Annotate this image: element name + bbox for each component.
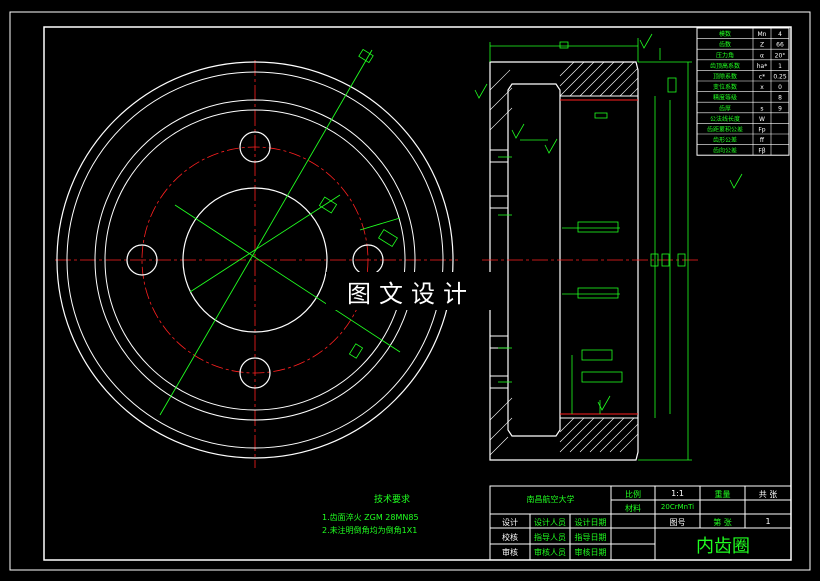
param-table-cell: 齿距累积公差 <box>707 126 743 134</box>
front-view <box>55 48 458 468</box>
param-table-cell: Z <box>760 42 764 49</box>
param-table-cell: 压力角 <box>716 51 734 59</box>
tech-requirements: 技术要求 1.齿面淬火 ZGM 28MN85 2.未注明倒角均为倒角1X1 <box>322 494 482 537</box>
param-table-cell: ff <box>760 137 765 144</box>
scale-label: 比例 <box>625 490 641 499</box>
param-table-cell: 4 <box>778 31 782 38</box>
param-table-cell: 8 <box>778 95 782 102</box>
guide-date-label: 指导日期 <box>574 533 607 542</box>
param-table-cell: Mn <box>758 31 767 38</box>
scale-value: 1:1 <box>671 489 684 498</box>
section-view <box>474 33 743 461</box>
param-table-cell: 精度等级 <box>713 94 737 102</box>
param-table-cell: 齿厚 <box>719 104 731 112</box>
sheet-number-label: 第 张 <box>713 518 732 527</box>
sheet-total-label: 共 张 <box>758 490 778 499</box>
reviewer-label: 审核人员 <box>534 548 566 557</box>
material-label: 材料 <box>625 504 641 513</box>
param-table-cell: Fβ <box>758 148 765 155</box>
param-table-cell: c* <box>759 74 765 81</box>
tech-requirements-heading: 技术要求 <box>373 495 410 505</box>
param-table-cell: 顶隙系数 <box>713 73 737 81</box>
param-table-cell: 齿形公差 <box>713 136 737 144</box>
part-number-label: 图号 <box>669 518 686 527</box>
param-table-cell: ha* <box>757 63 767 70</box>
param-table-cell: 9 <box>778 105 782 112</box>
param-table-cell: 20° <box>775 52 786 59</box>
param-table-cell: 0 <box>778 84 782 91</box>
material-value: 20CrMnTi <box>660 503 695 511</box>
param-table-cell: 齿向公差 <box>713 147 737 155</box>
gear-parameter-table: 模数 Mn 4 齿数 Z 66 压力角 α 20° 齿顶高系数 ha* 1 顶隙系数 c* 0.25 变位系数… <box>696 27 790 156</box>
param-table-cell: 齿数 <box>719 41 731 49</box>
param-table-cell: 0.25 <box>773 74 787 81</box>
row-design: 设计 <box>502 518 518 527</box>
row-check: 校核 <box>502 533 518 542</box>
param-table-cell: 齿顶高系数 <box>710 62 740 70</box>
param-table-cell: 1 <box>778 63 782 70</box>
param-table-cell: Fp <box>758 127 765 134</box>
param-table-cell: 公法线长度 <box>710 115 740 123</box>
drawing-title: 内齿圈 <box>696 536 750 557</box>
row-review: 审核 <box>502 548 518 557</box>
weight-label: 重量 <box>714 490 731 499</box>
param-table-cell: α <box>760 52 764 59</box>
watermark-label: 图文设计 <box>326 272 496 310</box>
param-table-cell: s <box>760 105 763 112</box>
review-date-label: 审核日期 <box>574 548 607 557</box>
param-table-cell: x <box>760 84 764 91</box>
checker-label: 指导人员 <box>534 533 566 542</box>
designer-label: 设计人员 <box>534 518 566 527</box>
design-date-label: 设计日期 <box>574 518 607 527</box>
title-block-frame <box>489 485 792 561</box>
tech-requirement-line: 2.未注明倒角均为倒角1X1 <box>322 526 418 535</box>
outer-border <box>9 11 811 571</box>
inner-border <box>43 26 792 561</box>
param-table-cell: 66 <box>776 42 784 49</box>
tech-requirement-line: 1.齿面淬火 ZGM 28MN85 <box>322 513 419 522</box>
school-name: 南昌航空大学 <box>526 495 575 504</box>
param-table-cell: 变位系数 <box>713 83 737 91</box>
param-table-cell: W <box>759 116 765 123</box>
param-table-cell: 模数 <box>719 30 731 38</box>
sheet-count: 1 <box>765 517 771 526</box>
